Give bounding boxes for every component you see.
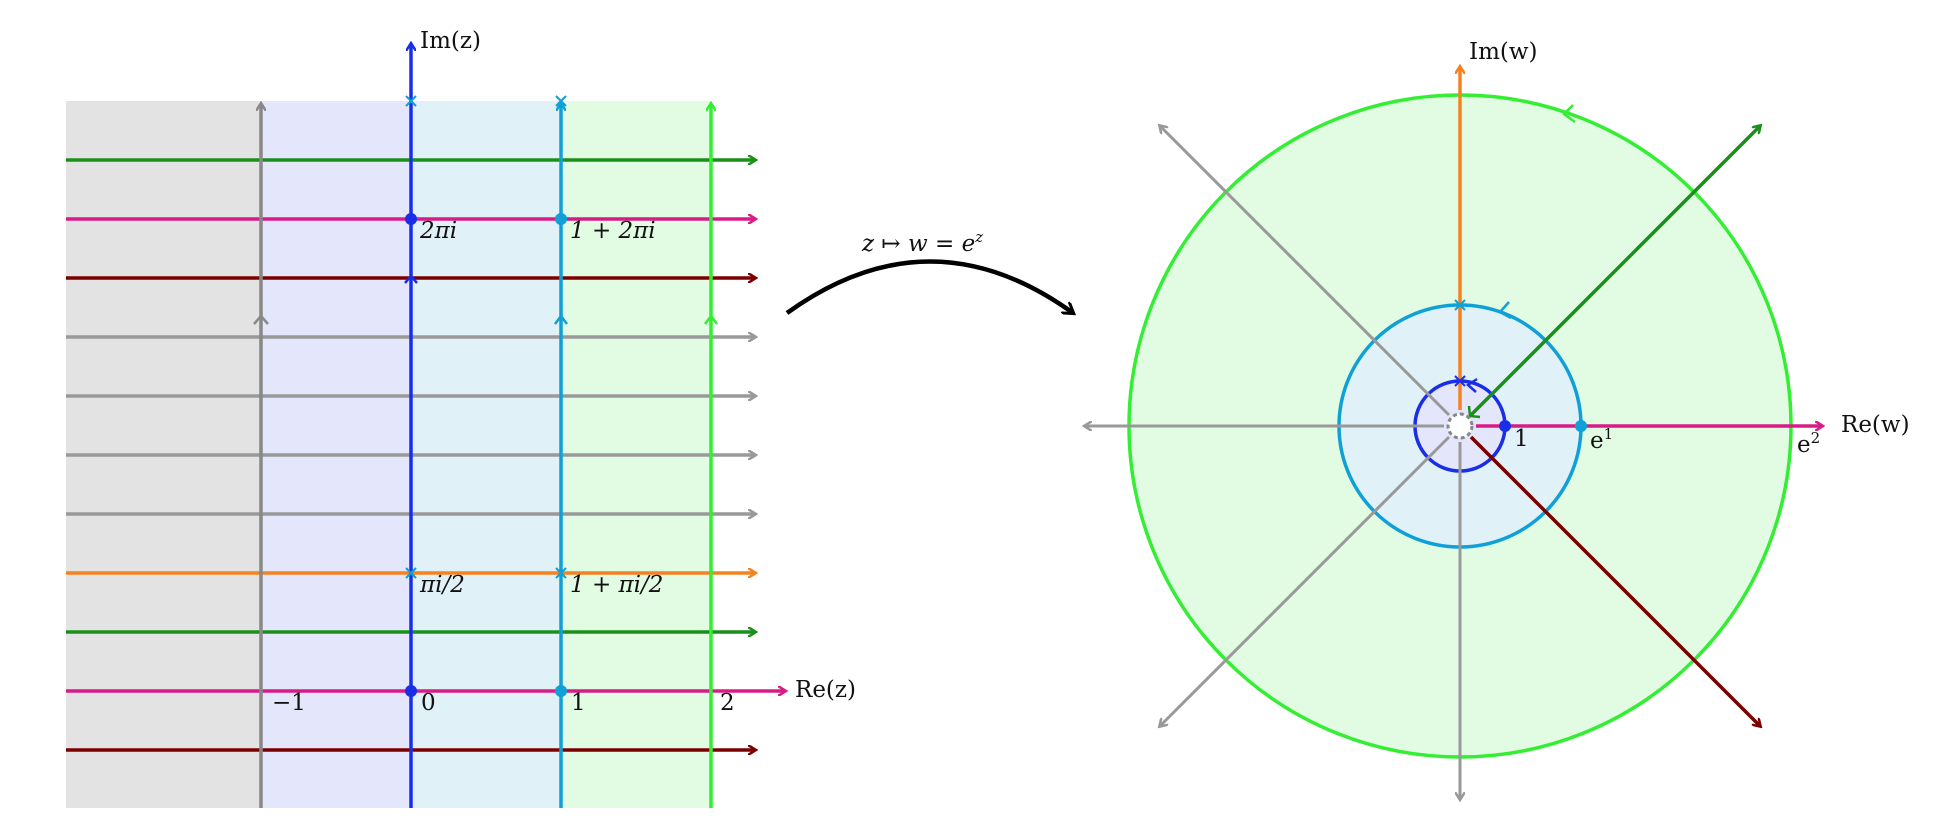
label-1-plus-2pi-i: 1 + 2πi — [570, 218, 656, 244]
ray-gray-lower-left — [1160, 435, 1451, 726]
tick-label-minus-one: −1 — [272, 690, 306, 716]
tick-label-zero: 0 — [421, 690, 436, 716]
im-z-axis-label: Im(z) — [420, 28, 481, 54]
v-line-re-1-mid-arrow — [554, 313, 568, 325]
im-z-axis-mid-arrow — [404, 274, 418, 284]
circle-e1-arrow — [1498, 301, 1512, 320]
ray-green-upper-right — [1469, 126, 1760, 417]
cross-marker-im-1 — [1454, 375, 1466, 387]
ray-gray-upper-left — [1160, 126, 1451, 417]
circle-e2-arrow — [1562, 104, 1576, 124]
ray-green-inner-arrow — [1467, 405, 1481, 419]
point-2pi-i — [405, 213, 417, 225]
re-z-axis-label: Re(z) — [795, 677, 856, 703]
ray-darkred-lower-right — [1469, 435, 1760, 726]
mapping-arrow-group: z ↦ w = ez — [785, 228, 1073, 314]
cross-marker-im-e1 — [1454, 299, 1466, 311]
w-plane: Im(w) Re(w) 1 e1 e2 — [1085, 39, 1910, 799]
v-line-re-2-mid-arrow — [704, 313, 718, 325]
im-w-axis-label: Im(w) — [1469, 39, 1538, 65]
tick-label-w-one: 1 — [1514, 426, 1529, 452]
tick-label-w-e1: e1 — [1590, 425, 1613, 454]
v-line-re-minus1-mid-arrow — [253, 314, 269, 325]
cross-marker-1-pi-half — [555, 567, 567, 579]
point-1-plus-2pi-i — [555, 213, 567, 225]
tick-label-two: 2 — [720, 690, 735, 716]
point-one — [555, 685, 567, 697]
label-1-plus-pi-i-half: 1 + πi/2 — [570, 572, 663, 598]
re-w-axis-label: Re(w) — [1841, 412, 1910, 438]
circle-1-arrow — [1465, 377, 1478, 393]
point-origin — [405, 685, 417, 697]
cross-marker-top-1 — [555, 95, 567, 107]
point-w-1 — [1499, 420, 1511, 432]
label-pi-i-half: πi/2 — [419, 572, 465, 598]
origin-hole — [1446, 412, 1474, 440]
mapping-arrow — [785, 259, 1073, 314]
z-plane: Im(z) Re(z) −1 0 1 2 2πi 1 + 2πi πi/2 1 … — [66, 28, 856, 808]
mapping-label: z ↦ w = ez — [861, 228, 983, 257]
tick-label-one: 1 — [571, 690, 586, 716]
tick-label-w-e2: e2 — [1797, 429, 1820, 458]
cross-marker-top-0 — [405, 95, 417, 107]
point-w-e1 — [1575, 420, 1587, 432]
label-2pi-i: 2πi — [419, 218, 457, 244]
cross-marker-pi-half — [405, 567, 417, 579]
